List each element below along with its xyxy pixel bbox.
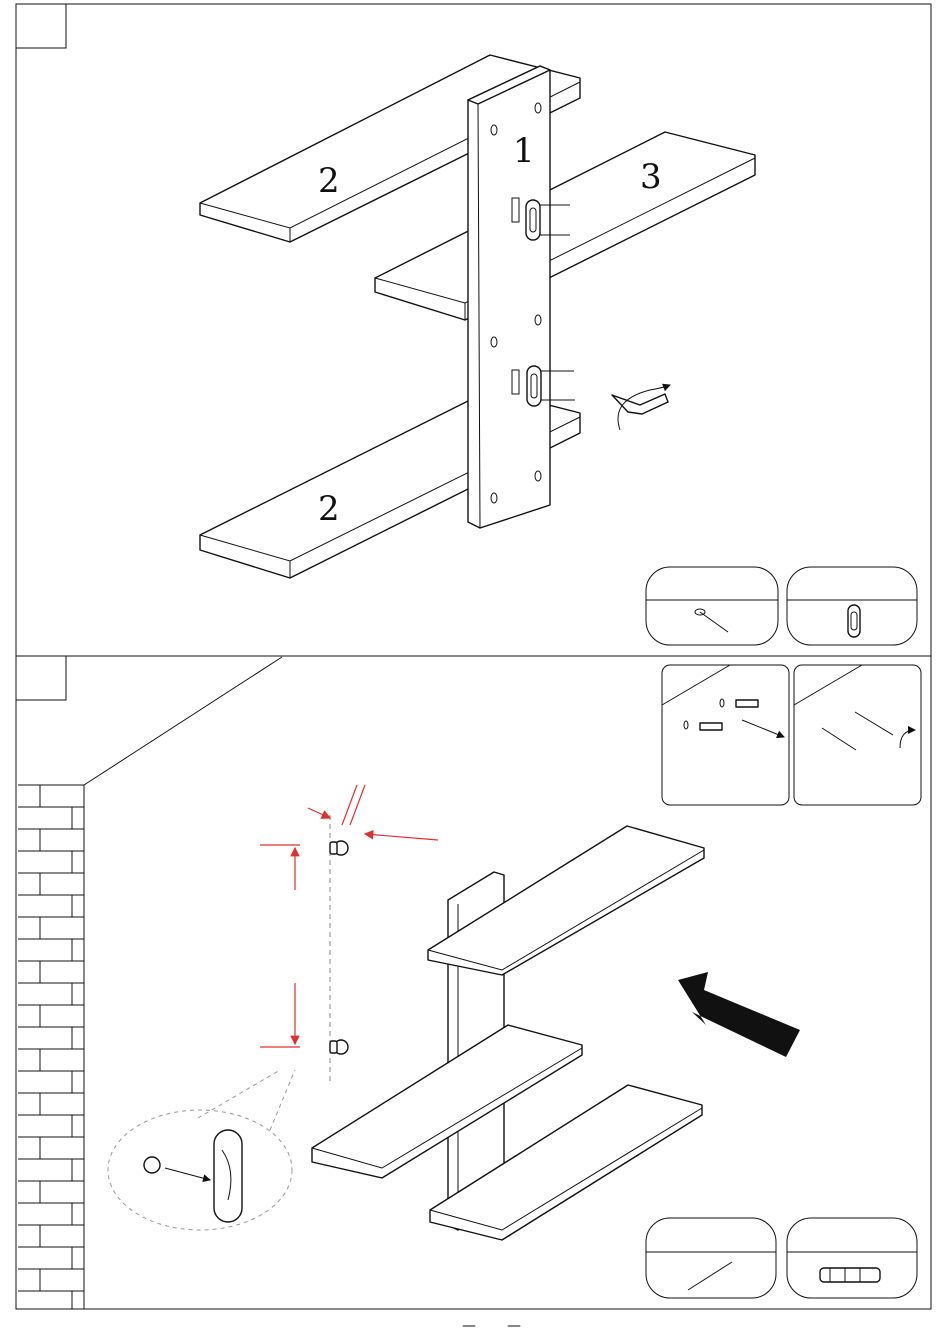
step-1-panel: 1 2 3 2 xyxy=(16,4,931,656)
shelf-unit xyxy=(312,826,704,1240)
part-label-2-upper: 2 xyxy=(318,161,340,201)
step-number-box xyxy=(16,656,66,700)
bracket-hook-detail xyxy=(108,1070,295,1230)
long-screw-icon xyxy=(688,1262,732,1290)
screw-icon xyxy=(695,609,728,632)
brick-wall xyxy=(18,785,84,1309)
part-label-3: 3 xyxy=(640,157,662,197)
part-label-2-lower: 2 xyxy=(318,489,340,529)
screw-drive-inset xyxy=(794,665,921,805)
wall-plug-insert-inset xyxy=(662,665,789,805)
part-label-1: 1 xyxy=(513,131,535,171)
wall-screw-bottom xyxy=(330,1040,348,1054)
wall-screw-top xyxy=(330,841,348,855)
footer-mark-right: — xyxy=(507,1318,521,1334)
hardware-bracket-callout xyxy=(787,567,917,645)
step-2-panel xyxy=(16,656,931,1309)
screwdriver-icon xyxy=(612,385,670,430)
hardware-screw-callout xyxy=(646,567,778,645)
measurement-guides xyxy=(260,785,438,1085)
wall-plug-icon xyxy=(820,1268,880,1282)
arrow-toward-wall-icon xyxy=(678,972,800,1057)
step-number-box xyxy=(16,4,66,48)
hardware-wall-plug-callout xyxy=(787,1218,917,1298)
hanger-bracket-icon xyxy=(848,605,860,637)
hardware-long-screw-callout xyxy=(646,1218,776,1298)
footer-mark-left: — xyxy=(462,1318,476,1334)
